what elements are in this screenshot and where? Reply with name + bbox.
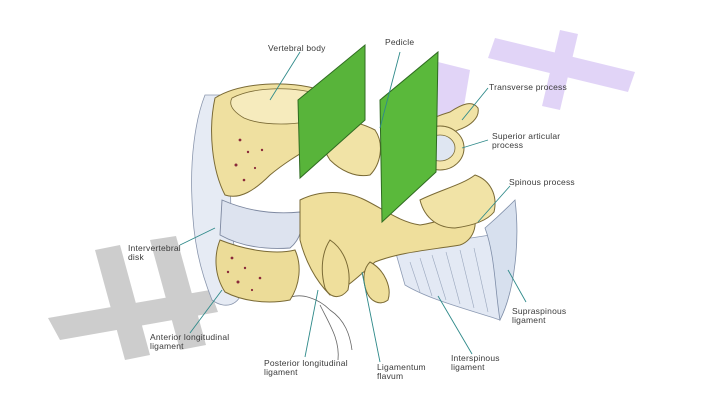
label-posterior-longitudinal-ligament: Posterior longitudinal ligament [264, 359, 348, 377]
supraspinous-ligament-shape [484, 199, 518, 322]
label-anterior-longitudinal-ligament-line-2: ligament [150, 341, 184, 351]
leader-lines [179, 51, 527, 363]
label-posterior-longitudinal-ligament-line-1: Posterior longitudinal [264, 358, 348, 368]
label-anterior-longitudinal-ligament: Anterior longitudinal ligament [150, 333, 229, 351]
label-superior-articular-process: Superior articular process [492, 132, 560, 150]
label-superior-articular-process-line-2: process [492, 140, 524, 150]
label-intervertebral-disk-line-1: Intervertebral [128, 243, 181, 253]
label-interspinous-ligament: Interspinous ligament [451, 354, 500, 372]
label-spinous-process: Spinous process [509, 177, 575, 187]
lower-vertebral-body [215, 239, 300, 303]
label-intervertebral-disk: Intervertebral disk [128, 244, 181, 262]
section-plane-right [379, 50, 439, 224]
section-plane-left [297, 43, 366, 180]
intervertebral-disk-shape [219, 199, 303, 249]
label-posterior-longitudinal-ligament-line-2: ligament [264, 367, 298, 377]
label-supraspinous-ligament-line-1: Supraspinous [512, 306, 567, 316]
posterior-longitudinal-ligament-shape [284, 295, 353, 361]
spinous-process-shape [419, 174, 496, 229]
label-supraspinous-ligament-line-2: ligament [512, 315, 546, 325]
label-anterior-longitudinal-ligament-line-1: Anterior longitudinal [150, 332, 230, 342]
label-ligamentum-flavum-line-1: Ligamentum [377, 362, 426, 372]
inferior-articular-process-shape [321, 239, 390, 304]
label-ligamentum-flavum-line-2: flavum [377, 371, 404, 381]
label-supraspinous-ligament: Supraspinous ligament [512, 307, 566, 325]
marrow-texture [226, 138, 264, 292]
label-intervertebral-disk-line-2: disk [128, 252, 144, 262]
watermark-grey-shape [48, 236, 218, 360]
label-superior-articular-process-line-1: Superior articular [492, 131, 561, 141]
label-interspinous-ligament-line-1: Interspinous [451, 353, 500, 363]
ligaments [394, 199, 518, 322]
section-planes [297, 43, 439, 224]
label-ligamentum-flavum: Ligamentum flavum [377, 363, 426, 381]
label-interspinous-ligament-line-2: ligament [451, 362, 485, 372]
label-vertebral-body: Vertebral body [268, 43, 326, 53]
label-pedicle: Pedicle [385, 37, 415, 47]
label-transverse-process: Transverse process [489, 82, 567, 92]
